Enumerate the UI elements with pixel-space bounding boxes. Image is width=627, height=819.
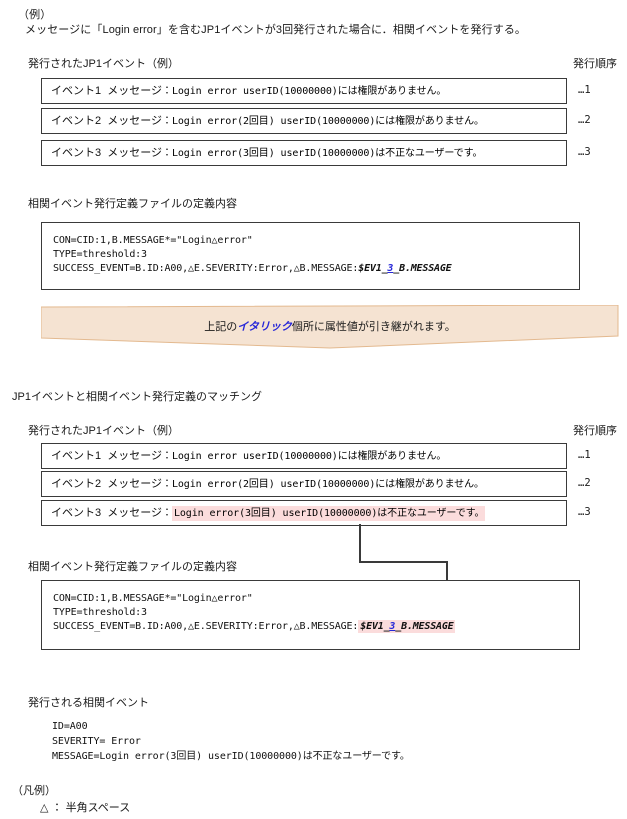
inherit-note-ribbon: 上記のイタリック個所に属性値が引き継がれます。 (41, 305, 619, 350)
event-message: Login error userID(10000000)には権限がありません。 (171, 451, 447, 462)
section2-def-heading: 相関イベント発行定義ファイルの定義内容 (28, 561, 237, 573)
section2-seq-1: …1 (578, 449, 591, 461)
ribbon-text-after: 個所に属性値が引き継がれます。 (291, 321, 456, 333)
def-line-3-prefix: SUCCESS_EVENT=B.ID:A00,△E.SEVERITY:Error… (53, 621, 359, 632)
ribbon-shape (41, 305, 619, 349)
def-line-3: SUCCESS_EVENT=B.ID:A00,△E.SEVERITY:Error… (53, 262, 579, 276)
section2-event-row-1: イベント1 メッセージ：Login error userID(10000000)… (41, 443, 567, 469)
def-line-1: CON=CID:1,B.MESSAGE*="Login△error" (53, 593, 253, 604)
event-name: イベント1 (51, 450, 102, 462)
event-colon: ： (162, 508, 172, 519)
event-label: メッセージ (107, 450, 163, 462)
def-var-suffix: _B.MESSAGE (395, 621, 454, 632)
event-label: メッセージ (107, 115, 163, 127)
intro-text: メッセージに「Login error」を含むJP1イベントが3回発行された場合に… (25, 24, 527, 36)
event-name: イベント3 (51, 147, 102, 159)
result-line-severity: SEVERITY= Error (52, 736, 141, 747)
legend-heading: （凡例） (12, 785, 56, 797)
def-var-number: 3 (387, 263, 394, 274)
event-colon: ： (162, 116, 172, 127)
event-name: イベント1 (51, 85, 102, 97)
section2-events-heading: 発行されたJP1イベント（例） (28, 425, 179, 437)
example-label: （例） (18, 9, 52, 21)
section2-definition-box: CON=CID:1,B.MESSAGE*="Login△error" TYPE=… (41, 580, 580, 650)
event-label: メッセージ (107, 147, 163, 159)
section1-seq-2: …2 (578, 114, 591, 126)
event-message: Login error(2回目) userID(10000000)には権限があり… (171, 479, 484, 490)
section1-definition-box: CON=CID:1,B.MESSAGE*="Login△error" TYPE=… (41, 222, 580, 290)
def-var-prefix: $EV1_ (360, 621, 390, 632)
section2-heading: JP1イベントと相関イベント発行定義のマッチング (12, 391, 262, 403)
event-message: Login error userID(10000000)には権限がありません。 (171, 86, 447, 97)
event-colon: ： (162, 451, 172, 462)
result-line-id: ID=A00 (52, 721, 88, 732)
section1-event-row-1: イベント1 メッセージ：Login error userID(10000000)… (41, 78, 567, 104)
section1-event-row-2: イベント2 メッセージ：Login error(2回目) userID(1000… (41, 108, 567, 134)
section1-def-heading: 相関イベント発行定義ファイルの定義内容 (28, 198, 237, 210)
event-message: Login error(3回目) userID(10000000)は不正なユーザ… (171, 148, 483, 159)
section1-events-heading: 発行されたJP1イベント（例） (28, 58, 179, 70)
def-var-suffix: _B.MESSAGE (393, 263, 452, 274)
def-line-2: TYPE=threshold:3 (53, 249, 147, 260)
def-line-3: SUCCESS_EVENT=B.ID:A00,△E.SEVERITY:Error… (53, 620, 579, 634)
event-name: イベント2 (51, 115, 102, 127)
event-message-highlighted: Login error(3回目) userID(10000000)は不正なユーザ… (171, 506, 486, 521)
legend-item-halfwidth-space: △ ： 半角スペース (40, 802, 131, 814)
event-label: メッセージ (107, 507, 163, 519)
section2-event-row-2: イベント2 メッセージ：Login error(2回目) userID(1000… (41, 471, 567, 497)
section1-seq-1: …1 (578, 84, 591, 96)
section1-event-row-3: イベント3 メッセージ：Login error(3回目) userID(1000… (41, 140, 567, 166)
section3-result-block: ID=A00 SEVERITY= Error MESSAGE=Login err… (52, 719, 410, 764)
event-colon: ： (162, 479, 172, 490)
ribbon-text: 上記のイタリック個所に属性値が引き継がれます。 (41, 318, 619, 334)
section2-seq-2: …2 (578, 477, 591, 489)
event-name: イベント3 (51, 507, 102, 519)
event-label: メッセージ (107, 478, 163, 490)
section2-seq-3: …3 (578, 506, 591, 518)
def-line-3-prefix: SUCCESS_EVENT=B.ID:A00,△E.SEVERITY:Error… (53, 263, 359, 274)
def-var-highlight: $EV1_3_B.MESSAGE (358, 620, 456, 633)
section1-order-heading: 発行順序 (573, 58, 617, 70)
ribbon-text-italic: イタリック (237, 321, 292, 333)
event-name: イベント2 (51, 478, 102, 490)
section2-order-heading: 発行順序 (573, 425, 617, 437)
event-message: Login error(2回目) userID(10000000)には権限があり… (171, 116, 484, 127)
section3-heading: 発行される相関イベント (28, 697, 149, 709)
ribbon-text-before: 上記の (204, 321, 238, 333)
def-var-number: 3 (389, 621, 396, 632)
section2-event-row-3: イベント3 メッセージ：Login error(3回目) userID(1000… (41, 500, 567, 526)
def-line-1: CON=CID:1,B.MESSAGE*="Login△error" (53, 235, 253, 246)
result-line-message: MESSAGE=Login error(3回目) userID(10000000… (52, 751, 410, 762)
event-colon: ： (162, 86, 172, 97)
def-line-2: TYPE=threshold:3 (53, 607, 147, 618)
event-label: メッセージ (107, 85, 163, 97)
event-colon: ： (162, 148, 172, 159)
section1-seq-3: …3 (578, 146, 591, 158)
def-var-prefix: $EV1_ (358, 263, 388, 274)
